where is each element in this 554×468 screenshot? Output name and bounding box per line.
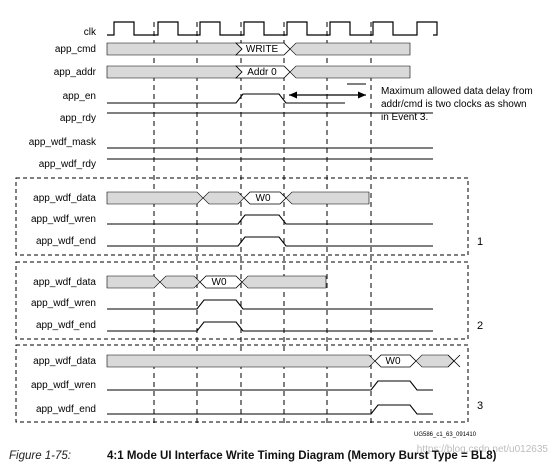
app-cmd-waveform: [106, 42, 411, 56]
case-2-label-app-wdf-end: app_wdf_end: [36, 320, 96, 331]
case-2-end-waveform: [107, 321, 433, 332]
case-1-box: [15, 177, 469, 256]
signal-label-app-cmd: app_cmd: [55, 44, 96, 55]
signal-label-app-rdy: app_rdy: [60, 113, 96, 124]
case-2-label-app-wdf-wren: app_wdf_wren: [31, 298, 96, 309]
app-addr-waveform: [106, 65, 411, 79]
case-1-wren-trace: [107, 214, 433, 225]
case-1-fill-before: [106, 191, 204, 205]
case-3-wren-trace: [107, 380, 433, 391]
case-2-number: 2: [477, 320, 483, 332]
case-2-fill-after: [241, 275, 327, 289]
case-1-fill-after: [285, 191, 370, 205]
clk-waveform: [107, 21, 438, 36]
case-1-label-app-wdf-data: app_wdf_data: [33, 193, 96, 204]
app-addr-fill-before: [106, 65, 243, 79]
clk-trace: [107, 21, 438, 36]
case-3-data-value: W0: [386, 356, 401, 367]
annotation-line-1: Maximum allowed data delay from: [381, 86, 533, 97]
caption-title: 4:1 Mode UI Interface Write Timing Diagr…: [107, 450, 497, 462]
case-1-end-waveform: [107, 236, 433, 247]
case-1-fill-mid: [202, 191, 245, 205]
delay-annotation: Maximum allowed data delay from addr/cmd…: [289, 83, 533, 123]
case-1-data-value: W0: [256, 193, 271, 204]
case-1-end-trace: [107, 236, 433, 247]
case-1-group: app_wdf_data W0 app_wdf_wren app_wdf_end…: [31, 191, 483, 248]
watermark: https://blog.csdn.net/u012635: [417, 444, 549, 455]
annotation-line-2: addr/cmd is two clocks as shown: [381, 99, 527, 110]
case-3-number: 3: [477, 400, 483, 412]
case-3-fill-after: [415, 354, 455, 368]
case-3-group: app_wdf_data W0 app_wdf_wren app_wdf_end…: [31, 354, 483, 415]
case-3-label-app-wdf-data: app_wdf_data: [33, 356, 96, 367]
annotation-line-3: in Event 3.: [381, 112, 428, 123]
case-3-end-cross: [447, 354, 461, 368]
app-en-waveform: [107, 93, 345, 104]
case-2-box: [15, 261, 469, 340]
signal-label-app-wdf-mask: app_wdf_mask: [29, 137, 97, 148]
app-cmd-value-window: [235, 42, 291, 56]
app-cmd-value: WRITE: [246, 44, 279, 55]
caption-label: Figure 1-75:: [9, 450, 71, 462]
case-2-fill-mid: [159, 275, 201, 289]
case-2-end-trace: [107, 321, 433, 332]
signal-label-app-addr: app_addr: [54, 67, 97, 78]
app-cmd-fill-after: [289, 42, 411, 56]
app-addr-value-window: [235, 65, 291, 79]
case-3-data-waveform: [106, 354, 461, 368]
signal-label-app-wdf-rdy: app_wdf_rdy: [39, 159, 96, 170]
case-2-wren-waveform: [107, 299, 433, 310]
clock-edge-gridlines: [153, 22, 372, 424]
case-2-label-app-wdf-data: app_wdf_data: [33, 277, 96, 288]
signal-label-clk: clk: [84, 27, 97, 38]
case-2-data-waveform: [106, 275, 327, 289]
case-1-label-app-wdf-end: app_wdf_end: [36, 236, 96, 247]
case-2-fill-before: [106, 275, 161, 289]
case-1-data-waveform: [106, 191, 370, 205]
case-2-group: app_wdf_data W0 app_wdf_wren app_wdf_end…: [31, 275, 483, 332]
case-3-label-app-wdf-end: app_wdf_end: [36, 404, 96, 415]
case-2-wren-trace: [107, 299, 433, 310]
delay-arrow-left-head: [289, 91, 297, 99]
case-3-fill-before: [106, 354, 376, 368]
case-1-wren-waveform: [107, 214, 433, 225]
case-3-label-app-wdf-wren: app_wdf_wren: [31, 380, 96, 391]
figure-id: UG586_c1_63_091410: [414, 432, 477, 438]
case-3-box: [15, 344, 469, 423]
delay-arrow-right-head: [358, 91, 366, 99]
app-en-trace: [107, 93, 345, 104]
top-signal-group: clk app_cmd WRITE app_addr Addr 0 app_en…: [29, 21, 438, 170]
signal-label-app-en: app_en: [63, 91, 96, 102]
case-2-data-value: W0: [212, 277, 227, 288]
case-3-end-waveform: [107, 404, 433, 415]
case-1-label-app-wdf-wren: app_wdf_wren: [31, 214, 96, 225]
case-1-number: 1: [477, 236, 483, 248]
app-addr-fill-after: [289, 65, 411, 79]
case-3-end-trace: [107, 404, 433, 415]
app-addr-value: Addr 0: [247, 67, 277, 78]
case-3-wren-waveform: [107, 380, 433, 391]
app-cmd-fill-before: [106, 42, 243, 56]
